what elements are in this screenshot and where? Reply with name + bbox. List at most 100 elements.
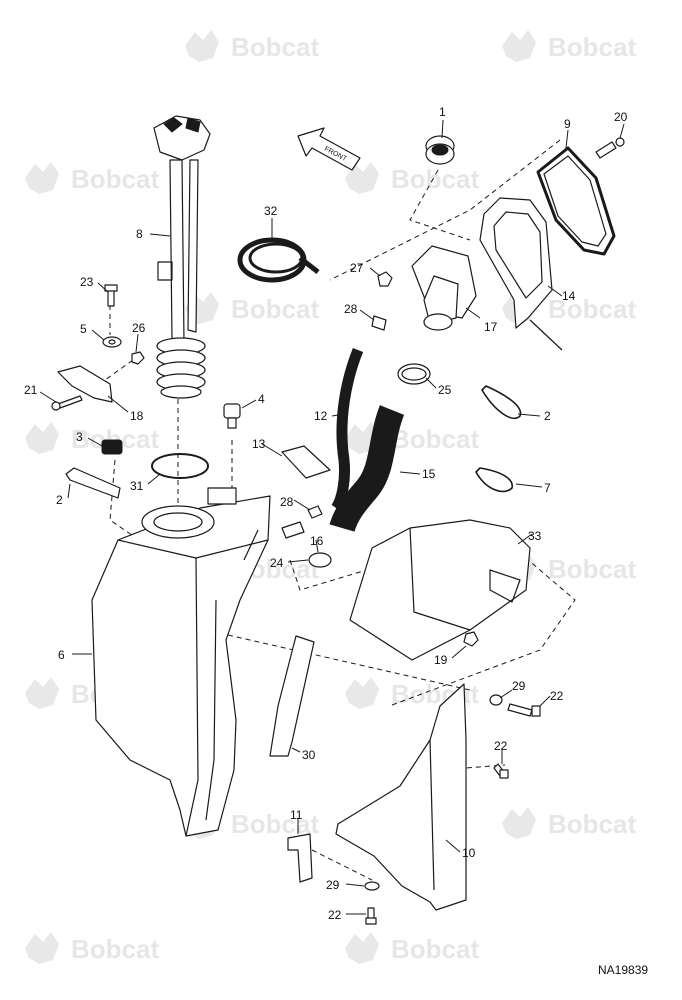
vent-hose-coil — [237, 237, 320, 283]
leader-lines — [39, 119, 625, 915]
callout-label: 32 — [264, 204, 278, 218]
figure-id: NA19839 — [598, 963, 648, 977]
svg-text:Bobcat: Bobcat — [231, 809, 319, 839]
callout-label: 2 — [544, 409, 551, 423]
bobcat-watermark: Bobcat — [185, 30, 319, 62]
callout-label: 20 — [614, 110, 628, 124]
washer — [102, 336, 122, 348]
callout-label: 8 — [136, 227, 143, 241]
callout-label: 25 — [438, 383, 452, 397]
callout-label: 5 — [80, 322, 87, 336]
tank-bracket — [57, 365, 113, 403]
bobcat-watermark: Bobcat — [502, 30, 636, 62]
callout-label: 15 — [422, 467, 436, 481]
bobcat-watermark: Bobcat — [345, 162, 479, 194]
nut — [463, 631, 479, 647]
svg-text:Bobcat: Bobcat — [391, 424, 479, 454]
fuel-sender — [153, 115, 211, 399]
vent-fitting — [223, 403, 241, 429]
clamp-small — [307, 505, 323, 519]
hose-fitting — [281, 521, 305, 539]
hose-grommet — [308, 552, 332, 568]
callout-label: 22 — [494, 739, 508, 753]
heat-shield — [281, 445, 331, 479]
callout-label: 22 — [328, 908, 342, 922]
callout-label: 10 — [462, 846, 476, 860]
side-panel — [335, 683, 467, 911]
callout-label: 12 — [314, 409, 328, 423]
bobcat-watermark: Bobcat — [25, 162, 159, 194]
bolt — [51, 395, 83, 411]
filler-plate — [479, 197, 563, 351]
callout-label: 31 — [130, 479, 144, 493]
callout-label: 29 — [326, 878, 340, 892]
nut — [377, 271, 393, 287]
callout-label: 28 — [344, 302, 358, 316]
seal-ring — [536, 146, 616, 256]
callout-label: 13 — [252, 437, 266, 451]
fill-hose — [329, 405, 405, 533]
fuel-tank — [91, 487, 271, 837]
callout-label: 22 — [550, 689, 564, 703]
svg-text:Bobcat: Bobcat — [231, 32, 319, 62]
callouts: 1 9 20 32 8 27 23 28 26 5 17 14 25 21 18… — [24, 105, 628, 922]
tank-strap — [65, 467, 121, 499]
svg-text:Bobcat: Bobcat — [391, 679, 479, 709]
clip — [287, 833, 313, 883]
callout-label: 21 — [24, 383, 38, 397]
callout-label: 28 — [280, 495, 294, 509]
callout-label: 7 — [544, 481, 551, 495]
callout-label: 33 — [528, 529, 542, 543]
bobcat-watermark: Bobcat — [502, 807, 636, 839]
svg-text:Bobcat: Bobcat — [548, 809, 636, 839]
svg-text:Bobcat: Bobcat — [548, 294, 636, 324]
callout-label: 11 — [290, 808, 303, 822]
callout-label: 9 — [564, 117, 571, 131]
o-ring — [151, 453, 209, 479]
callout-label: 4 — [258, 392, 265, 406]
callout-label: 16 — [310, 534, 324, 548]
washer — [489, 694, 503, 706]
callout-label: 6 — [58, 648, 65, 662]
rubber-mount — [101, 439, 123, 455]
callout-label: 23 — [80, 275, 94, 289]
svg-text:Bobcat: Bobcat — [548, 32, 636, 62]
svg-text:Bobcat: Bobcat — [231, 294, 319, 324]
bolt — [365, 907, 377, 925]
svg-text:Bobcat: Bobcat — [391, 934, 479, 964]
front-arrow: FRONT — [297, 127, 361, 171]
vent-hose — [331, 347, 364, 512]
hold-down-strap — [269, 635, 315, 757]
callout-label: 24 — [270, 556, 284, 570]
callout-label: 19 — [434, 653, 448, 667]
washer — [364, 881, 380, 891]
callout-label: 3 — [76, 430, 83, 444]
bobcat-watermark: Bobcat — [345, 422, 479, 454]
callout-label: 27 — [350, 261, 364, 275]
fuel-cap — [425, 135, 455, 165]
callout-label: 30 — [302, 748, 316, 762]
callout-label: 14 — [562, 289, 576, 303]
bobcat-watermark: Bobcat — [25, 422, 159, 454]
bolt — [507, 703, 541, 717]
svg-text:Bobcat: Bobcat — [391, 164, 479, 194]
callout-label: 29 — [512, 679, 526, 693]
callout-label: 2 — [56, 493, 63, 507]
clamp-ring — [397, 363, 431, 385]
filler-neck — [411, 245, 477, 331]
hose-clamp — [371, 315, 387, 331]
strap-clamp-lower — [475, 467, 513, 493]
svg-text:Bobcat: Bobcat — [548, 554, 636, 584]
strap-clamp-upper — [481, 385, 522, 419]
svg-text:Bobcat: Bobcat — [71, 164, 159, 194]
callout-label: 1 — [439, 105, 446, 119]
bobcat-watermark: Bobcat — [25, 932, 159, 964]
callout-label: 26 — [132, 321, 146, 335]
bobcat-watermark: Bobcat — [185, 292, 319, 324]
callout-label: 17 — [484, 320, 498, 334]
screw — [595, 137, 625, 159]
bobcat-watermark: Bobcat — [345, 932, 479, 964]
nut — [131, 351, 145, 365]
bolt — [104, 284, 118, 307]
